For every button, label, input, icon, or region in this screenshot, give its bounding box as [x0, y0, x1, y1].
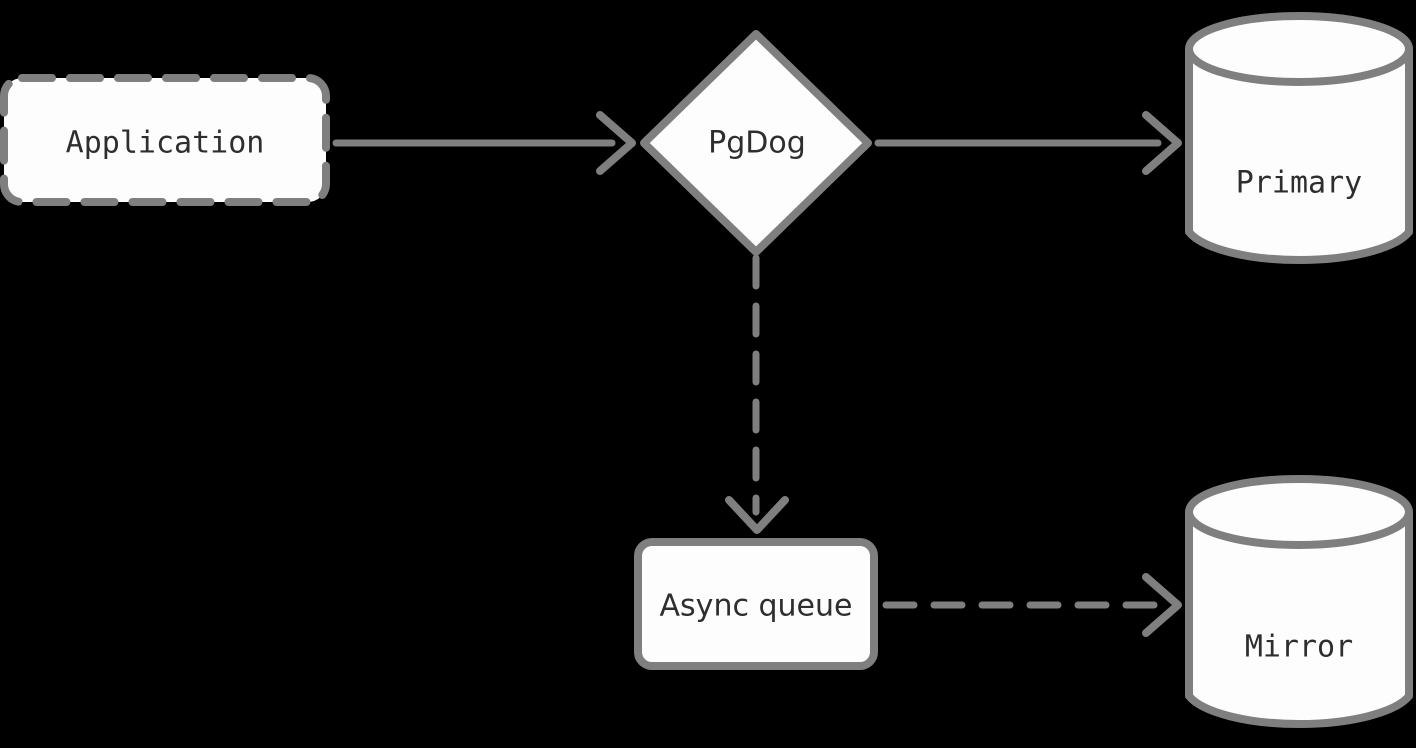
edge-application-to-pgdog: [332, 111, 636, 175]
node-mirror[interactable]: Mirror: [1185, 475, 1413, 729]
node-async-queue[interactable]: Async queue: [634, 538, 878, 670]
primary-cylinder-body[interactable]: [1185, 45, 1413, 265]
application-label: Application: [66, 126, 265, 161]
node-application[interactable]: Application: [0, 74, 330, 206]
mirror-cylinder-body[interactable]: [1185, 508, 1413, 729]
pgdog-label: PgDog: [708, 126, 806, 161]
application-box[interactable]: [0, 74, 330, 206]
arrowhead-queue-mirror-icon: [1142, 573, 1182, 637]
node-pgdog[interactable]: PgDog: [640, 30, 872, 256]
pgdog-diamond[interactable]: [640, 30, 872, 256]
primary-cylinder-top: [1185, 12, 1413, 86]
edge-pgdog-to-primary: [874, 111, 1182, 175]
edge-async-queue-to-mirror: [882, 573, 1182, 637]
node-primary[interactable]: Primary: [1185, 12, 1413, 265]
mirror-label: Mirror: [1245, 630, 1353, 665]
async-queue-box[interactable]: [634, 538, 878, 670]
arrowhead-pgdog-primary-icon: [1142, 111, 1182, 175]
edge-pgdog-to-async-queue: [725, 254, 789, 534]
primary-label: Primary: [1236, 166, 1362, 201]
async-queue-label: Async queue: [660, 589, 853, 624]
arrowhead-pgdog-queue-icon: [725, 496, 789, 534]
mirror-cylinder-top: [1185, 475, 1413, 549]
arrowhead-app-pgdog-icon: [596, 111, 636, 175]
